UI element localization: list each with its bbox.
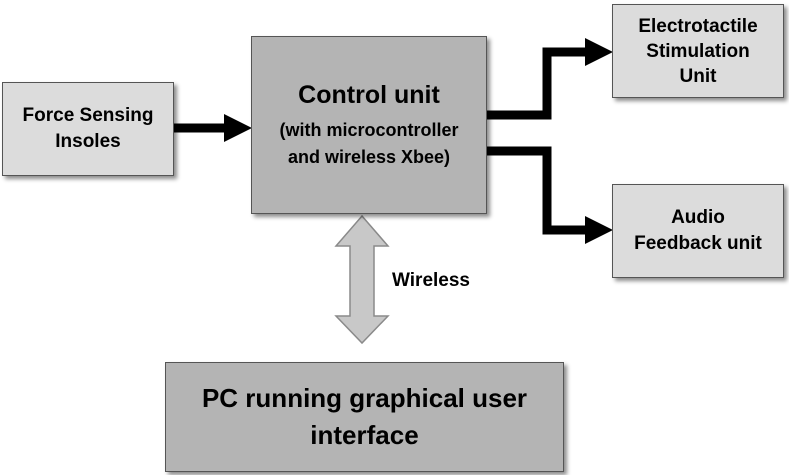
arrow-wireless-bidirectional <box>334 214 390 345</box>
electrotactile-line-3: Unit <box>679 65 717 87</box>
control-unit-title: Control unit <box>298 81 440 109</box>
pc-line-1: PC running graphical user <box>201 383 528 413</box>
force-sensing-line-1: Force Sensing <box>22 105 154 126</box>
control-unit-subtitle-line-2: and wireless Xbee) <box>287 147 451 167</box>
audio-line-2: Feedback unit <box>634 233 762 254</box>
electrotactile-stimulation-unit-box: Electrotactile Stimulation Unit <box>612 4 784 98</box>
pc-gui-box: PC running graphical user interface <box>165 362 564 472</box>
arrow-control-to-electrotactile <box>487 38 613 120</box>
audio-line-1: Audio <box>671 207 725 228</box>
force-sensing-line-2: Insoles <box>55 131 121 152</box>
pc-line-2: interface <box>310 420 419 450</box>
arrow-force-to-control <box>174 114 252 142</box>
arrow-control-to-audio <box>487 146 613 244</box>
audio-feedback-unit-box: Audio Feedback unit <box>612 184 784 278</box>
control-unit-subtitle-line-1: (with microcontroller <box>279 120 459 140</box>
electrotactile-line-1: Electrotactile <box>638 15 758 37</box>
force-sensing-insoles-box: Force Sensing Insoles <box>2 82 174 176</box>
wireless-label: Wireless <box>392 270 470 291</box>
control-unit-box: Control unit (with microcontroller and w… <box>251 36 487 214</box>
electrotactile-line-2: Stimulation <box>646 40 750 62</box>
